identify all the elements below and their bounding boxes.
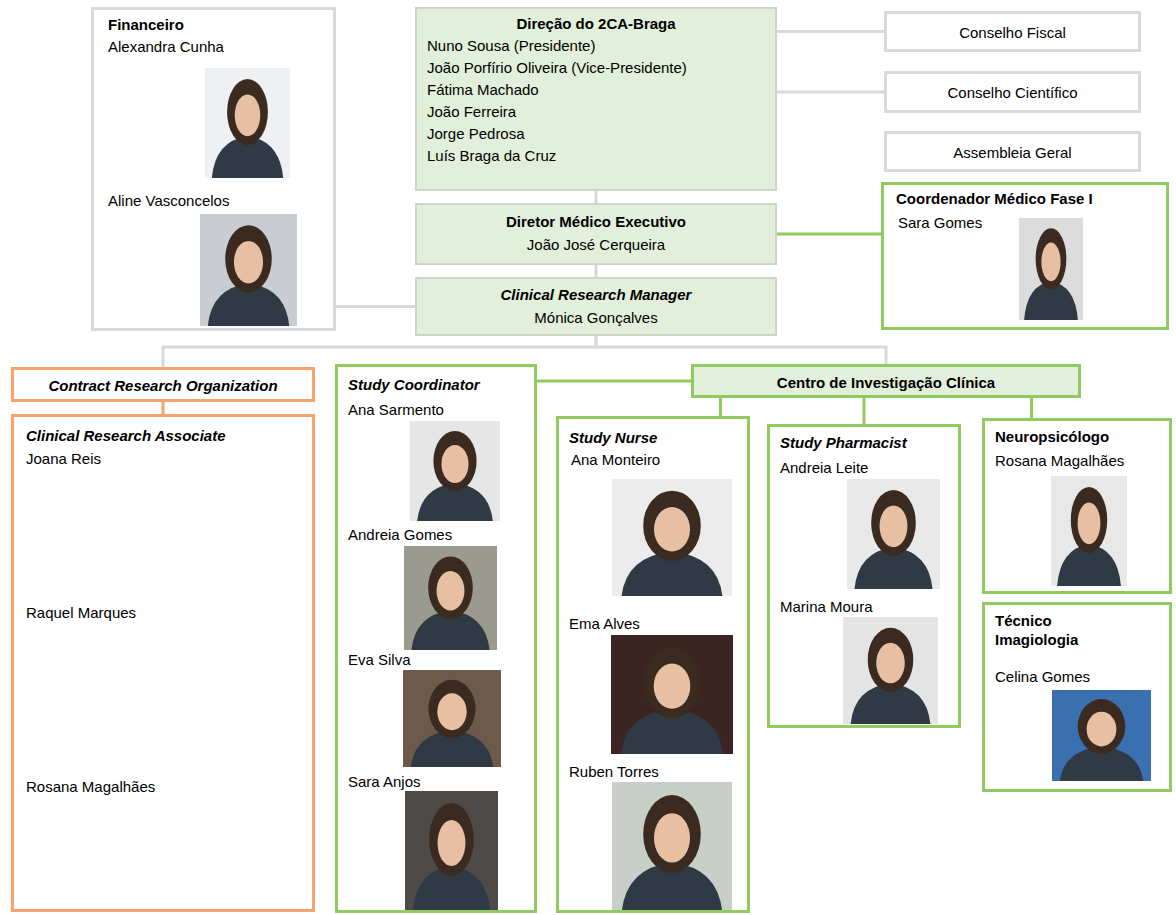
org-box: Direção do 2CA-BragaNuno Sousa (Presiden… bbox=[415, 7, 777, 191]
org-box: NeuropsicólogoRosana Magalhães bbox=[982, 418, 1172, 594]
box-title: Assembleia Geral bbox=[953, 143, 1071, 162]
org-box: Clinical Research AssociateJoana ReisRaq… bbox=[11, 414, 315, 912]
person-photo bbox=[411, 556, 489, 650]
connector-line bbox=[863, 398, 866, 424]
box-title: Diretor Médico Executivo bbox=[506, 212, 686, 231]
member-name: Alexandra Cunha bbox=[108, 37, 224, 56]
connector-line bbox=[163, 336, 596, 367]
org-box: Centro de Investigação Clínica bbox=[691, 364, 1081, 398]
box-title: Centro de Investigação Clínica bbox=[777, 373, 995, 392]
photo-frame bbox=[404, 546, 497, 650]
box-title: Study Pharmacist bbox=[780, 433, 907, 452]
box-title: Clinical Research Manager bbox=[501, 285, 692, 304]
org-box: Conselho Científico bbox=[884, 71, 1141, 113]
org-box: Study NurseAna MonteiroEma AlvesRuben To… bbox=[556, 416, 750, 913]
photo-frame bbox=[612, 782, 732, 912]
member-name: Ema Alves bbox=[569, 614, 640, 633]
member-name: Aline Vasconcelos bbox=[108, 191, 229, 210]
connector-line bbox=[595, 265, 598, 277]
org-box: Conselho Fiscal bbox=[884, 11, 1141, 52]
org-box: Assembleia Geral bbox=[884, 131, 1141, 172]
photo-frame bbox=[1052, 690, 1151, 781]
photo-frame bbox=[405, 791, 498, 912]
org-box: Técnico ImagiologiaCelina Gomes bbox=[982, 602, 1172, 792]
connector-line bbox=[162, 402, 165, 414]
member-name: Andreia Leite bbox=[780, 458, 868, 477]
box-title: Contract Research Organization bbox=[48, 376, 277, 395]
box-title: Study Coordinator bbox=[348, 375, 480, 394]
photo-frame bbox=[612, 479, 732, 596]
box-title: Conselho Fiscal bbox=[959, 23, 1066, 42]
member-name: Ruben Torres bbox=[569, 762, 659, 781]
person-photo bbox=[1024, 228, 1078, 320]
box-title: Técnico Imagiologia bbox=[995, 611, 1115, 649]
member-name: Ana Monteiro bbox=[571, 450, 660, 469]
member-name: Joana Reis bbox=[26, 449, 101, 468]
org-box: Study CoordinatorAna SarmentoAndreia Gom… bbox=[335, 364, 537, 913]
person-photo bbox=[411, 680, 493, 767]
org-box: Coordenador Médico Fase I Sara Gomes bbox=[881, 182, 1169, 330]
photo-frame bbox=[200, 214, 297, 326]
org-box: Study PharmacistAndreia LeiteMarina Mour… bbox=[767, 424, 961, 728]
member-name: Nuno Sousa (Presidente) bbox=[427, 36, 595, 55]
photo-frame bbox=[1051, 476, 1127, 586]
member-name: João Porfírio Oliveira (Vice-Presidente) bbox=[427, 58, 687, 77]
member-name: João José Cerqueira bbox=[527, 235, 665, 254]
box-title: Study Nurse bbox=[569, 428, 657, 447]
photo-frame bbox=[611, 635, 733, 754]
person-photo bbox=[208, 225, 289, 326]
person-photo bbox=[417, 431, 493, 521]
person-photo bbox=[854, 490, 932, 589]
member-name: Celina Gomes bbox=[995, 667, 1090, 686]
org-box: Clinical Research ManagerMónica Gonçalve… bbox=[415, 277, 777, 336]
member-name: Fátima Machado bbox=[427, 80, 539, 99]
photo-frame bbox=[847, 479, 940, 589]
person-photo bbox=[621, 647, 723, 754]
member-name: Luís Braga da Cruz bbox=[427, 146, 556, 165]
photo-frame bbox=[205, 68, 290, 178]
person-photo bbox=[1060, 699, 1143, 781]
person-photo bbox=[1057, 487, 1121, 586]
photo-frame bbox=[410, 421, 500, 521]
box-title: Neuropsicólogo bbox=[995, 427, 1109, 446]
box-title: Coordenador Médico Fase I bbox=[896, 189, 1093, 208]
member-name: João Ferreira bbox=[427, 102, 516, 121]
person-photo bbox=[622, 491, 723, 596]
connector-line bbox=[1030, 398, 1033, 418]
member-name: Raquel Marques bbox=[26, 603, 136, 622]
member-name: Mónica Gonçalves bbox=[534, 308, 657, 327]
connector-line bbox=[777, 233, 881, 236]
box-title: Conselho Científico bbox=[947, 83, 1077, 102]
member-name: Rosana Magalhães bbox=[995, 451, 1124, 470]
connector-line bbox=[719, 398, 722, 416]
member-name: Eva Silva bbox=[348, 650, 411, 669]
member-name: Ana Sarmento bbox=[348, 400, 444, 419]
connector-line bbox=[595, 191, 598, 203]
member-name: Jorge Pedrosa bbox=[427, 124, 525, 143]
person-photo bbox=[212, 79, 283, 178]
member-name: Marina Moura bbox=[780, 597, 873, 616]
connector-line bbox=[777, 91, 884, 94]
member-name: Sara Gomes bbox=[898, 213, 982, 232]
connector-line bbox=[596, 336, 886, 364]
box-title: Clinical Research Associate bbox=[26, 426, 226, 445]
person-photo bbox=[412, 803, 490, 912]
person-photo bbox=[622, 795, 723, 912]
connector-line bbox=[777, 30, 884, 33]
photo-frame bbox=[1019, 218, 1083, 320]
photo-frame bbox=[843, 617, 938, 724]
org-box: Diretor Médico ExecutivoJoão José Cerque… bbox=[415, 203, 777, 265]
org-box: Contract Research Organization bbox=[11, 367, 315, 402]
photo-frame bbox=[403, 670, 501, 767]
member-name: Andreia Gomes bbox=[348, 525, 452, 544]
person-photo bbox=[851, 628, 931, 724]
box-title: Financeiro bbox=[108, 15, 184, 34]
box-title: Direção do 2CA-Braga bbox=[516, 14, 675, 33]
member-name: Sara Anjos bbox=[348, 772, 421, 791]
org-box: FinanceiroAlexandra CunhaAline Vasconcel… bbox=[91, 7, 336, 331]
member-name: Rosana Magalhães bbox=[26, 777, 155, 796]
connector-line bbox=[336, 305, 415, 308]
connector-line bbox=[537, 380, 691, 383]
